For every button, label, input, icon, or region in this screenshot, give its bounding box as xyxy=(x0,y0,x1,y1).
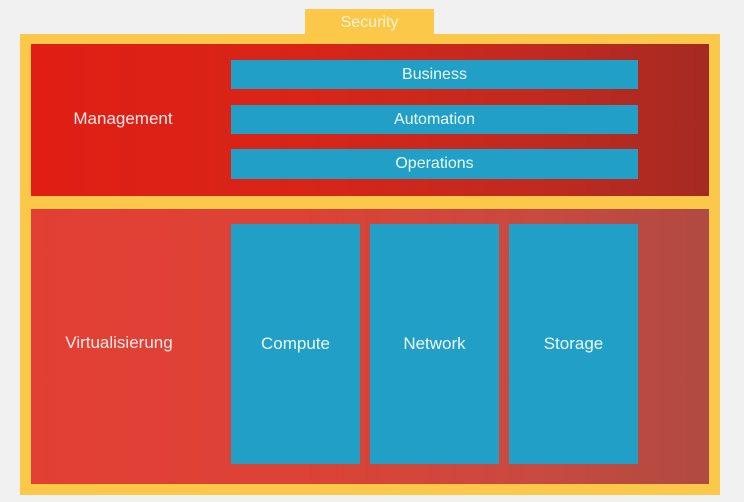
security-tab: Security xyxy=(305,9,434,35)
storage-block: Storage xyxy=(509,224,638,464)
automation-block: Automation xyxy=(231,105,638,134)
operations-block: Operations xyxy=(231,149,638,179)
virtualization-label: Virtualisierung xyxy=(65,333,173,352)
compute-block: Compute xyxy=(231,224,360,464)
network-block: Network xyxy=(370,224,499,464)
management-label: Management xyxy=(73,109,173,128)
business-block: Business xyxy=(231,60,638,89)
